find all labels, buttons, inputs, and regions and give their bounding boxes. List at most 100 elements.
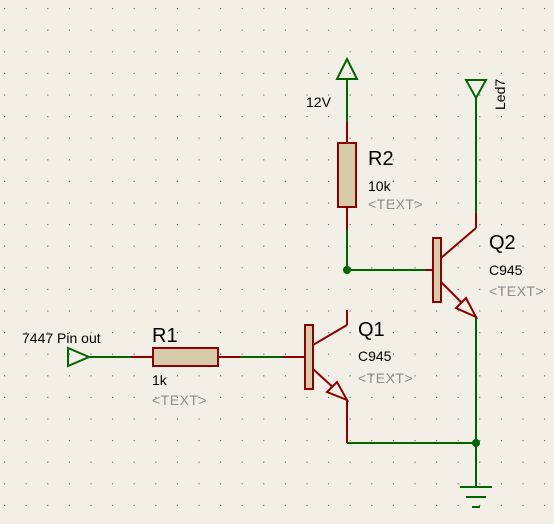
grid-dot <box>112 137 114 139</box>
grid-dot <box>457 116 459 118</box>
grid-dot <box>263 245 265 247</box>
grid-dot <box>263 94 265 96</box>
grid-dot <box>112 51 114 53</box>
grid-dot <box>328 504 330 506</box>
grid-dot <box>90 461 92 463</box>
grid-dot <box>112 94 114 96</box>
grid-dot <box>414 332 416 334</box>
resistor-r2 <box>337 142 357 208</box>
grid-dot <box>306 8 308 10</box>
grid-dot <box>112 267 114 269</box>
grid-dot <box>479 483 481 485</box>
grid-dot <box>90 224 92 226</box>
grid-dot <box>220 375 222 377</box>
grid-dot <box>4 94 6 96</box>
grid-dot <box>522 137 524 139</box>
grid-dot <box>155 461 157 463</box>
grid-dot <box>436 440 438 442</box>
grid-dot <box>414 461 416 463</box>
components <box>131 122 479 443</box>
grid-dot <box>133 8 135 10</box>
grid-dot <box>4 504 6 506</box>
grid-dot <box>133 310 135 312</box>
grid-dot <box>457 396 459 398</box>
grid-dot <box>544 375 546 377</box>
grid-dot <box>371 288 373 290</box>
grid-dot <box>112 353 114 355</box>
grid-dot <box>47 288 49 290</box>
grid-dot <box>500 137 502 139</box>
grid-dot <box>500 483 502 485</box>
grid-dot <box>4 418 6 420</box>
grid-dot <box>479 224 481 226</box>
grid-dot <box>133 396 135 398</box>
grid-dot <box>68 353 70 355</box>
grid-dot <box>306 461 308 463</box>
grid-dot <box>198 94 200 96</box>
grid-dot <box>198 159 200 161</box>
grid-dot <box>198 418 200 420</box>
grid-dot <box>220 504 222 506</box>
grid-dot <box>176 224 178 226</box>
grid-dot <box>414 137 416 139</box>
grid-dot <box>220 72 222 74</box>
grid-dot <box>112 288 114 290</box>
grid-dot <box>436 159 438 161</box>
grid-dot <box>263 483 265 485</box>
grid-dot <box>90 288 92 290</box>
grid-dot <box>4 51 6 53</box>
grid-dot <box>241 396 243 398</box>
grid-dot <box>544 504 546 506</box>
grid-dot <box>25 396 27 398</box>
grid-dot <box>176 310 178 312</box>
grid-dot <box>263 288 265 290</box>
grid-dot <box>457 51 459 53</box>
grid-dot <box>90 483 92 485</box>
grid-dot <box>25 288 27 290</box>
grid-dot <box>371 483 373 485</box>
grid-dot <box>479 310 481 312</box>
grid-dot <box>544 396 546 398</box>
grid-dot <box>328 159 330 161</box>
grid-dot <box>284 224 286 226</box>
grid-dot <box>176 288 178 290</box>
grid-dot <box>47 267 49 269</box>
grid-dot <box>544 461 546 463</box>
grid-dot <box>457 288 459 290</box>
grid-dot <box>328 8 330 10</box>
grid-dot <box>436 202 438 204</box>
grid-dot <box>241 288 243 290</box>
grid-dot <box>47 51 49 53</box>
grid-dot <box>392 8 394 10</box>
grid-dot <box>220 180 222 182</box>
grid-dot <box>328 51 330 53</box>
grid-dot <box>112 116 114 118</box>
grid-dot <box>544 353 546 355</box>
grid-dot <box>457 245 459 247</box>
grid-dot <box>263 51 265 53</box>
grid-dot <box>25 29 27 31</box>
grid-dot <box>133 94 135 96</box>
grid-dot <box>155 483 157 485</box>
grid-dot <box>544 483 546 485</box>
grid-dot <box>176 159 178 161</box>
grid-dot <box>392 375 394 377</box>
grid-dot <box>90 310 92 312</box>
grid-dot <box>155 202 157 204</box>
grid-dot <box>392 116 394 118</box>
grid-dot <box>198 483 200 485</box>
grid-dot <box>371 51 373 53</box>
grid-dot <box>371 375 373 377</box>
grid-dot <box>47 396 49 398</box>
grid-dot <box>306 29 308 31</box>
grid-dot <box>155 375 157 377</box>
grid-dot <box>241 224 243 226</box>
wires <box>89 79 492 508</box>
grid-dot <box>457 267 459 269</box>
grid-dot <box>241 116 243 118</box>
grid-dot <box>68 72 70 74</box>
grid-dot <box>241 94 243 96</box>
grid-dot <box>500 159 502 161</box>
grid-dot <box>500 94 502 96</box>
